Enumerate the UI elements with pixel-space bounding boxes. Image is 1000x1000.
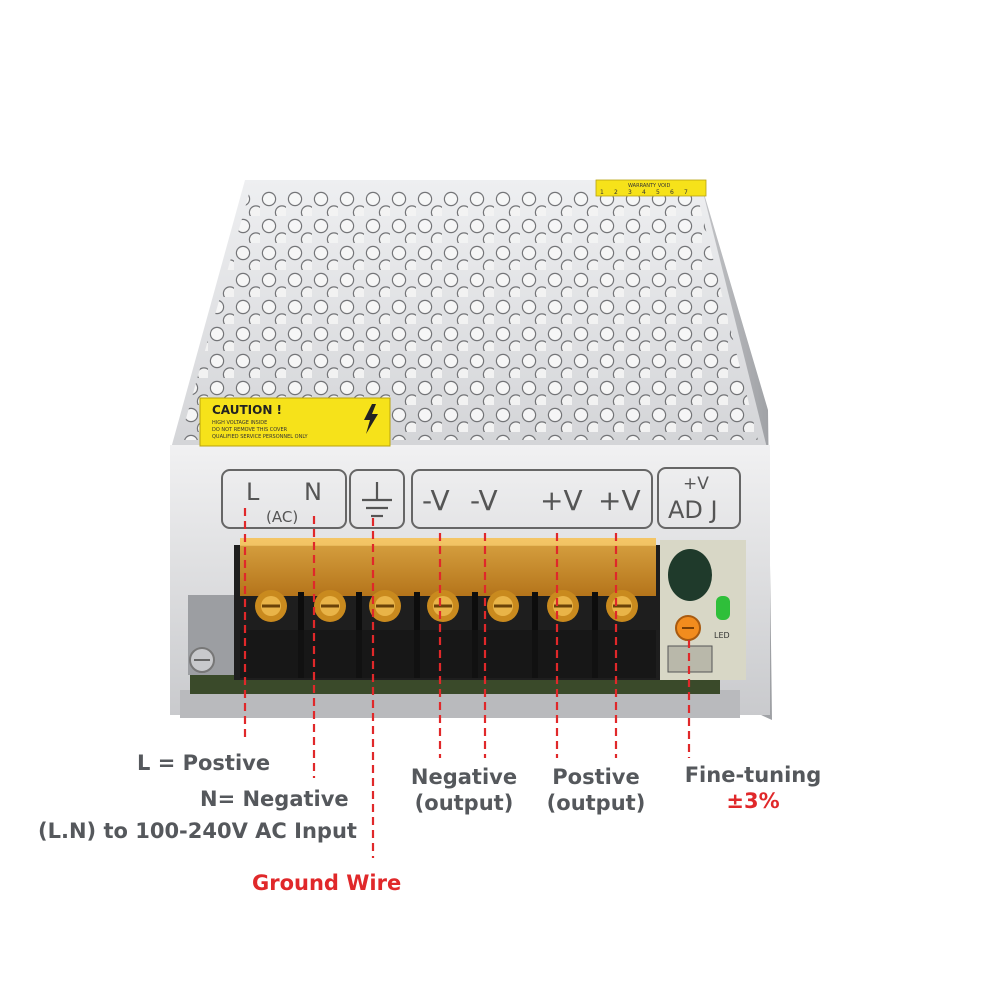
- annotation-ac-input: (L.N) to 100-240V AC Input: [38, 819, 357, 843]
- annotation-negative-line1: Negative: [410, 765, 518, 789]
- annotation-negative: Negative (output): [402, 764, 526, 816]
- marking-box-outputs: [411, 469, 653, 529]
- caution-line-2: DO NOT REMOVE THIS COVER: [212, 427, 288, 433]
- marking-neg-v-2: -V: [470, 484, 498, 517]
- lightning-icon: [364, 404, 378, 434]
- annotation-n-negative: N= Negative: [200, 787, 349, 811]
- caution-line-1: HIGH VOLTAGE INSIDE: [212, 420, 267, 426]
- potentiometer-icon[interactable]: [675, 615, 701, 641]
- led-indicator-icon: [716, 596, 730, 620]
- marking-adj-bottom: AD J: [668, 496, 718, 524]
- marking-pos-v-2: +V: [598, 484, 641, 517]
- marking-neg-v-1: -V: [422, 484, 450, 517]
- marking-n: N: [304, 478, 322, 506]
- annotation-positive-line1: Postive: [552, 765, 640, 789]
- terminal-block-cover: [240, 538, 656, 596]
- marking-ac: (AC): [266, 508, 298, 526]
- ground-symbol-icon: [362, 482, 392, 518]
- annotation-fine-tuning: Fine-tuning ±3%: [676, 762, 830, 814]
- annotation-fine-tuning-line2: ±3%: [726, 789, 780, 813]
- marking-l: L: [246, 478, 260, 506]
- leader-lines: [243, 508, 691, 858]
- case-top-perforation: [180, 190, 758, 440]
- annotation-positive: Postive (output): [534, 764, 658, 816]
- warranty-number-4: 4: [642, 189, 646, 196]
- warranty-number-5: 5: [656, 189, 660, 196]
- marking-pos-v-1: +V: [540, 484, 583, 517]
- marking-box-adj: [657, 467, 741, 529]
- warranty-number-3: 3: [628, 189, 632, 196]
- marking-box-ground: [349, 469, 405, 529]
- annotation-ground-wire: Ground Wire: [252, 871, 402, 895]
- marking-adj-top: +V: [683, 474, 709, 494]
- warranty-number-1: 1: [600, 189, 604, 196]
- caution-sticker: CAUTION ! HIGH VOLTAGE INSIDE DO NOT REM…: [199, 397, 391, 447]
- annotation-fine-tuning-line1: Fine-tuning: [684, 763, 822, 787]
- terminal-screw-l: [255, 590, 287, 622]
- caution-line-3: QUALIFIED SERVICE PERSONNEL ONLY: [212, 434, 308, 440]
- marking-box-ln: [221, 469, 347, 529]
- terminal-screw-neg-1: [427, 590, 459, 622]
- terminal-markings: [221, 467, 741, 529]
- mounting-screw: [188, 595, 234, 675]
- warranty-number-6: 6: [670, 189, 674, 196]
- annotation-l-positive: L = Postive: [137, 751, 271, 775]
- terminal-screw-pos-1: [547, 590, 579, 622]
- pcb-led-label: LED: [714, 631, 730, 640]
- terminal-screw-n: [314, 590, 346, 622]
- annotation-negative-line2: (output): [414, 791, 514, 815]
- warranty-sticker: WARRANTY VOID 1 2 3 4 5 6 7: [595, 179, 707, 197]
- annotation-positive-line2: (output): [546, 791, 646, 815]
- warranty-text: WARRANTY VOID: [628, 183, 670, 189]
- caution-title: CAUTION !: [212, 403, 282, 417]
- capacitor: [668, 549, 712, 601]
- terminal-screw-ground: [369, 590, 401, 622]
- terminal-screw-neg-2: [487, 590, 519, 622]
- case-bottom-plate: [180, 690, 740, 718]
- warranty-number-2: 2: [614, 189, 618, 196]
- terminal-screw-pos-2: [606, 590, 638, 622]
- warranty-number-7: 7: [684, 189, 688, 196]
